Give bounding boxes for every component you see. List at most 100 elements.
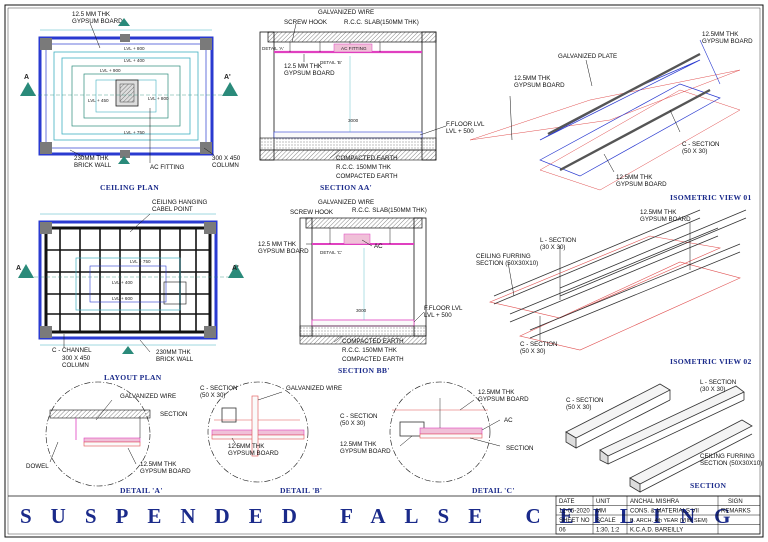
sbb-slab-label: R.C.C. SLAB(150MM THK) <box>352 207 427 214</box>
db-wire-label: GALVANIZED WIRE <box>286 385 342 392</box>
sheet-banner: SUSPENDED FALSE CEILING <box>20 504 750 528</box>
saa-earth2-label: COMPACTED EARTH <box>336 173 398 180</box>
saa-rcc-label: R.C.C. 150MM THK <box>336 164 392 171</box>
tb-remarks-label: REMARKS <box>721 509 751 515</box>
saa-earth1-label: COMPACTED EARTH <box>336 155 398 162</box>
cp-lvl-3: LVL + 900 <box>100 68 121 73</box>
title-block: DATE UNIT ANCHAL MISHRA SIGN 12-05-2020 … <box>555 495 761 535</box>
da-section-label: SECTION <box>160 411 188 418</box>
da-wire-label: GALVANIZED WIRE <box>120 393 176 400</box>
sbb-hook-label: SCREW HOOK <box>290 209 334 216</box>
lp-section-marker-a <box>18 264 34 278</box>
detail-b: C - SECTION(50 X 30) GALVANIZED WIRE 12.… <box>200 381 342 495</box>
iso2-csec-label: C - SECTION(50 X 30) <box>520 341 557 355</box>
iso2-lsec-label: L - SECTION(30 X 30) <box>540 237 576 251</box>
dc-ac-label: AC <box>504 417 513 424</box>
ceiling-plan: LVL + 800 LVL + 400 LVL + 900 LVL + 450 … <box>20 11 241 192</box>
cp-lvl-2: LVL + 400 <box>124 58 145 63</box>
sheet-border <box>4 4 764 538</box>
tb-college: K.C.A.D. BAREILLY <box>630 528 683 534</box>
tb-scale-value: 1:30, 1:2 <box>596 528 620 534</box>
lp-mark-a-prime: A' <box>232 265 239 272</box>
sbb-rcc-label: R.C.C. 150MM THK <box>342 347 398 354</box>
tb-subject: CONS. & MATERIALS VII <box>630 509 699 515</box>
tb-course: B. ARCH. 4th YEAR (VIIth SEM) <box>630 518 708 524</box>
saa-wire-label: GALVANIZED WIRE <box>318 9 374 16</box>
lp-lvl-1: LVL + 750 <box>130 259 151 264</box>
section-bb-title: SECTION BB' <box>338 366 390 375</box>
detail-c-title: DETAIL 'C' <box>472 486 515 495</box>
section-bb: 3000 GALVANIZED WIRE SCREW HOOK R.C.C. S… <box>258 199 463 375</box>
iso1-plate-label: GALVANIZED PLATE <box>558 53 617 60</box>
detail-a-title: DETAIL 'A' <box>120 486 163 495</box>
iso2-title: ISOMETRIC VIEW 02 <box>670 357 752 366</box>
lp-lvl-3: LVL + 600 <box>112 296 133 301</box>
tb-scale-label: SCALE <box>596 518 616 524</box>
dc-section-label: SECTION <box>506 445 534 452</box>
iso1-csec-label: C - SECTION(50 X 30) <box>682 141 719 155</box>
ceiling-plan-title: CEILING PLAN <box>100 183 159 192</box>
saa-slab-label: R.C.C. SLAB(150MM THK) <box>344 19 419 26</box>
cp-section-marker-a <box>20 82 36 96</box>
saa-detail-a: DETAIL 'A' <box>262 46 284 51</box>
saa-detail-b: DETAIL 'B' <box>320 60 342 65</box>
lp-channel-label: C - CHANNEL <box>52 347 92 354</box>
cp-mark-a: A <box>24 74 29 81</box>
tb-date-value: 12-05-2020 <box>559 509 590 515</box>
cp-ac-label: AC FITTING <box>150 164 185 171</box>
layout-plan: LVL + 750 LVL + 400 LVL + 600 CEILING HA… <box>16 199 244 382</box>
detail-b-title: DETAIL 'B' <box>280 486 322 495</box>
tb-sheet-value: 06 <box>559 528 566 534</box>
layout-plan-title: LAYOUT PLAN <box>104 373 162 382</box>
cp-mark-a-prime: A' <box>224 74 231 81</box>
da-dowel-label: DOWEL <box>26 463 49 470</box>
dc-csec-label: C - SECTION(50 X 30) <box>340 413 377 427</box>
tb-sheet-label: SHEET NO <box>559 518 590 524</box>
section-title: SECTION <box>690 481 726 490</box>
sbb-wire-label: GALVANIZED WIRE <box>318 199 374 206</box>
sect-csec-label: C - SECTION(50 X 30) <box>566 397 603 411</box>
cp-lvl-5: LVL + 800 <box>148 96 169 101</box>
tb-sign-label: SIGN <box>728 499 743 505</box>
sbb-detail-c: DETAIL 'C' <box>320 250 342 255</box>
layout-grid <box>46 228 210 332</box>
iso1-title: ISOMETRIC VIEW 01 <box>670 193 752 202</box>
cp-lvl-6: LVL + 750 <box>124 130 145 135</box>
tb-unit-value: MM <box>596 509 606 515</box>
sbb-ac-label: AC <box>374 243 383 250</box>
cp-lvl-4: LVL + 450 <box>88 98 109 103</box>
saa-hook-label: SCREW HOOK <box>284 19 328 26</box>
sbb-earth2-label: COMPACTED EARTH <box>342 356 404 363</box>
detail-a: GALVANIZED WIRE SECTION DOWEL 12.5MM THK… <box>26 381 191 495</box>
sbb-earth1-label: COMPACTED EARTH <box>342 338 404 345</box>
lp-lvl-2: LVL + 400 <box>112 280 133 285</box>
lp-mark-a: A <box>16 265 21 272</box>
tb-date-label: DATE <box>559 499 575 505</box>
sbb-dim: 3000 <box>356 308 367 313</box>
lp-section-marker-a-prime <box>228 264 244 278</box>
cp-section-marker-a-prime <box>222 82 238 96</box>
sect-lsec-label: L - SECTION(30 X 30) <box>700 379 736 393</box>
